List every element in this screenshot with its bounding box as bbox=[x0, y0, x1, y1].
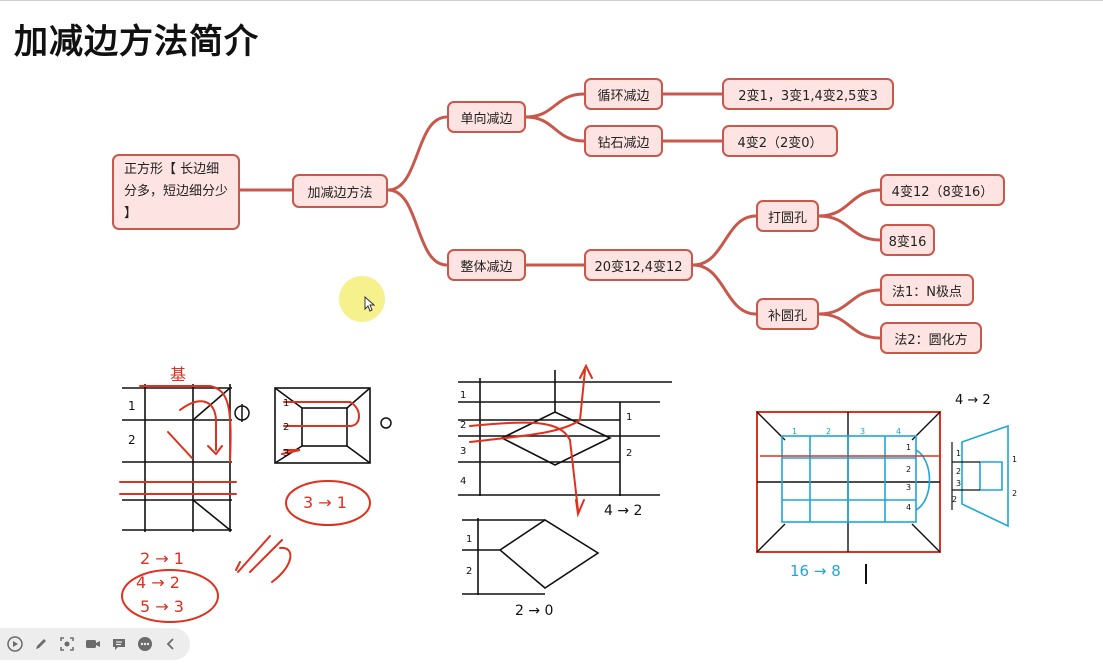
mindmap-cycle-result-node: 2变1，3变1,4变2,5变3 bbox=[722, 78, 894, 110]
sketch3-label: 4 → 2 bbox=[604, 503, 642, 519]
sketch4-label: 2 → 0 bbox=[515, 603, 553, 619]
sketch-cycle-small bbox=[274, 387, 371, 464]
sketch6-right-1: 1 bbox=[1012, 455, 1017, 464]
mindmap-punch-result1-node: 4变12（8变16） bbox=[880, 174, 1005, 206]
sketch-diamond bbox=[458, 370, 672, 496]
sketch2-row-3: 3 bbox=[283, 448, 289, 459]
play-icon[interactable] bbox=[4, 633, 26, 655]
mindmap-root-node: 正方形【 长边细分多，短边细分少 】 bbox=[112, 154, 240, 230]
mindmap-punch-node: 打圆孔 bbox=[756, 200, 819, 232]
mindmap-fill-result2-node: 法2：圆化方 bbox=[880, 322, 982, 354]
sketch2-row-2: 2 bbox=[283, 422, 289, 433]
sketch5-col-2: 2 bbox=[826, 427, 831, 436]
sketch-row-1: 1 bbox=[128, 399, 136, 413]
mouse-cursor-icon bbox=[364, 296, 376, 312]
mindmap-fill-result1-node: 法1：N极点 bbox=[880, 274, 974, 306]
sketch6-row-3: 3 bbox=[956, 479, 961, 488]
sketch4-row-2: 2 bbox=[466, 566, 472, 577]
sketch-diamond-small bbox=[462, 518, 600, 595]
handwritten-sketches: 基 1 2 1 2 3 2 → 1 4 → 2 5 → 3 3 → 1 bbox=[119, 363, 1017, 623]
mindmap-one-way-node: 单向减边 bbox=[447, 101, 526, 133]
sketch5-row-2: 2 bbox=[906, 465, 911, 474]
presentation-toolbar bbox=[0, 628, 190, 660]
mindmap-diamond-node: 钻石减边 bbox=[584, 125, 663, 157]
mindmap-whole-node: 整体减边 bbox=[447, 249, 526, 281]
note-3-to-1: 3 → 1 bbox=[303, 493, 347, 512]
mindmap-cycle-node: 循环减边 bbox=[584, 78, 663, 110]
comment-icon[interactable] bbox=[108, 633, 130, 655]
sketch3-row-1: 1 bbox=[460, 390, 466, 401]
sketch-whole-reduce bbox=[756, 411, 941, 553]
sketch-side-blue bbox=[951, 424, 1009, 528]
pen-icon[interactable] bbox=[30, 633, 52, 655]
pointer-highlight bbox=[339, 276, 385, 322]
sketch6-right-2: 2 bbox=[1012, 489, 1017, 498]
note-2-to-1: 2 → 1 bbox=[140, 549, 184, 568]
sketch4-row-1: 1 bbox=[466, 534, 472, 545]
top-divider bbox=[0, 0, 1103, 1]
sketch6-row-1: 1 bbox=[956, 449, 961, 458]
sketch3-right-2: 2 bbox=[626, 448, 632, 459]
sketch5-row-3: 3 bbox=[906, 483, 911, 492]
more-icon[interactable] bbox=[134, 633, 156, 655]
mindmap-punch-result2-node: 8变16 bbox=[880, 224, 935, 256]
mindmap-center-node: 加减边方法 bbox=[292, 174, 388, 208]
mindmap-fill-node: 补圆孔 bbox=[756, 298, 819, 330]
sketch3-right-1: 1 bbox=[626, 412, 632, 423]
sketch5-row-4: 4 bbox=[906, 503, 911, 512]
sketch3-row-3: 3 bbox=[460, 446, 466, 457]
sketch5-col-4: 4 bbox=[896, 427, 901, 436]
sketch5-label-top: 4 → 2 bbox=[955, 393, 991, 408]
sketch3-row-2: 2 bbox=[460, 420, 466, 431]
sketch-top-mark: 基 bbox=[170, 365, 186, 384]
sketch6-row-2: 2 bbox=[956, 467, 961, 476]
sketch6-row-4: 2 bbox=[952, 495, 957, 504]
sketch3-row-4: 4 bbox=[460, 476, 466, 487]
collapse-icon[interactable] bbox=[160, 633, 182, 655]
sketch5-row-1: 1 bbox=[906, 443, 911, 452]
sketch2-row-1: 1 bbox=[283, 398, 289, 409]
note-5-to-3: 5 → 3 bbox=[140, 597, 184, 616]
mindmap-diamond-result-node: 4变2（2变0） bbox=[722, 125, 838, 157]
mindmap-whole-result-node: 20变12,4变12 bbox=[584, 249, 693, 281]
sketch5-label-bottom: 16 → 8 bbox=[790, 562, 841, 580]
sketch-cycle-reduce bbox=[122, 384, 232, 532]
sketch5-col-3: 3 bbox=[860, 427, 865, 436]
camera-icon[interactable] bbox=[82, 633, 104, 655]
screenshot-icon[interactable] bbox=[56, 633, 78, 655]
sketch5-col-1: 1 bbox=[792, 427, 797, 436]
sketch-row-2: 2 bbox=[128, 433, 136, 447]
note-4-to-2: 4 → 2 bbox=[136, 573, 180, 592]
page-title: 加减边方法简介 bbox=[14, 22, 259, 62]
